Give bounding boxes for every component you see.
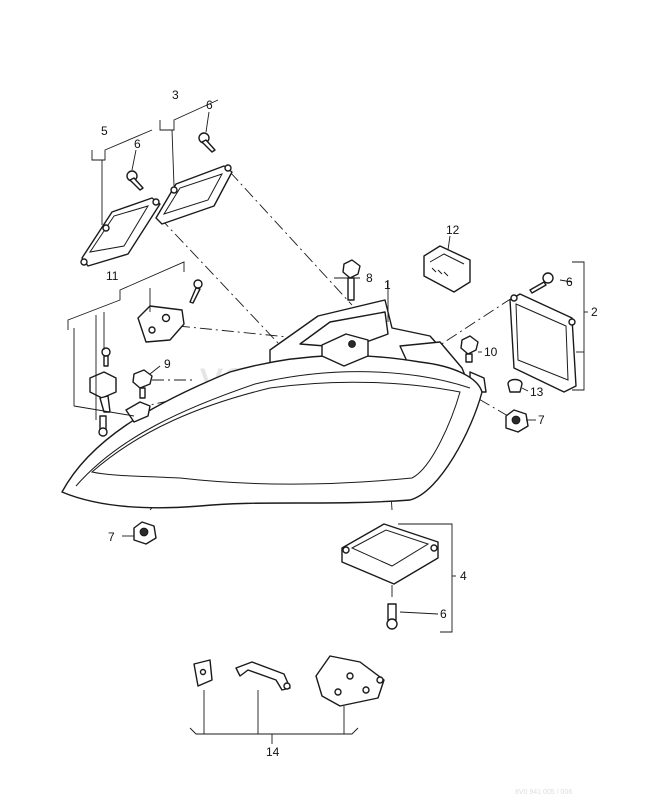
screw-bracket-11-top — [189, 279, 203, 304]
callout-6-right: 6 — [566, 275, 573, 289]
screw-6-top — [198, 132, 216, 153]
callout-3: 3 — [172, 88, 179, 102]
callout-13: 13 — [530, 385, 544, 399]
bracket-set-part-14 — [193, 655, 385, 707]
nut-part-7-left — [133, 521, 157, 545]
cover-part-5 — [80, 197, 161, 267]
nut-part-7-right — [505, 409, 529, 433]
cover-part-3 — [155, 164, 233, 225]
callout-14: 14 — [266, 745, 280, 759]
callout-4: 4 — [460, 569, 467, 583]
leader-lines — [67, 99, 588, 744]
callout-9: 9 — [164, 357, 171, 371]
screw-bracket-11-left — [101, 347, 111, 367]
callout-6-top: 6 — [206, 98, 213, 112]
callout-6-upper-left: 6 — [134, 137, 141, 151]
screw-6-right — [529, 272, 554, 294]
callout-5: 5 — [101, 124, 108, 138]
screw-part-10 — [460, 335, 479, 363]
bracket-lower-left — [125, 401, 151, 423]
bracket-part-11 — [137, 305, 185, 343]
headlamp-housing — [61, 299, 487, 509]
screw-part-8 — [342, 259, 361, 301]
callout-8: 8 — [366, 271, 373, 285]
plug-part-13 — [507, 378, 523, 393]
callout-1: 1 — [384, 278, 391, 292]
callout-labels: 5 6 3 6 12 1 8 6 2 10 13 7 11 9 7 4 6 14 — [101, 88, 598, 759]
clip-part-lower-left — [89, 371, 117, 413]
screw-6-bottom — [386, 603, 398, 630]
callout-7-left: 7 — [108, 530, 115, 544]
screw-6-upper-left — [126, 170, 144, 191]
control-unit-part-2 — [509, 293, 577, 393]
control-unit-part-4 — [341, 523, 439, 585]
housing-mount-tab — [321, 333, 369, 367]
callout-7-right: 7 — [538, 413, 545, 427]
screw-lower-left — [98, 415, 108, 437]
callout-12: 12 — [446, 223, 460, 237]
screw-part-9 — [132, 369, 153, 399]
callout-11: 11 — [106, 269, 119, 283]
footer-code: 8V0 941 005 / 006 — [515, 789, 572, 796]
connector-part-12 — [423, 245, 471, 293]
callout-2: 2 — [591, 305, 598, 319]
callout-6-bottom: 6 — [440, 607, 447, 621]
callout-10: 10 — [484, 345, 498, 359]
